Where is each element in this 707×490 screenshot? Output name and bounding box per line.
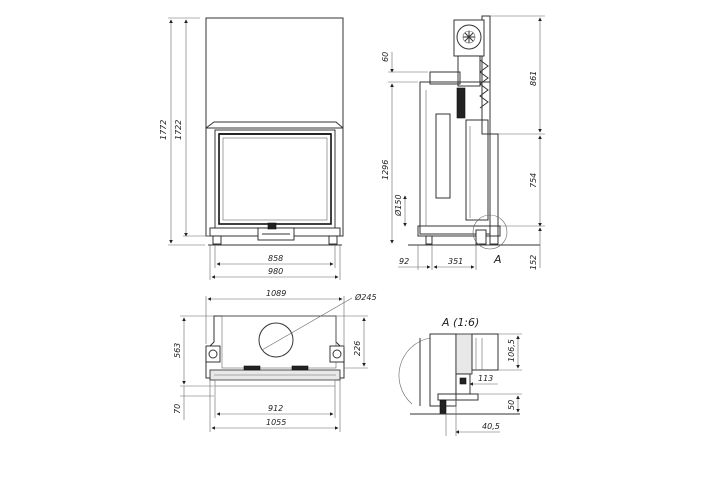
dim-label-lower-height: 754 bbox=[529, 173, 538, 188]
side-convection-zigzag bbox=[479, 59, 489, 109]
dim-label-detail-3: 50 bbox=[507, 400, 516, 410]
side-flue-pipe bbox=[457, 55, 481, 87]
detail-body bbox=[429, 333, 457, 407]
top-hinge-right bbox=[291, 365, 309, 371]
top-view: 1089 Ø245 563 226 70 912 1055 bbox=[173, 289, 377, 432]
dim-label-detail-1: 106,5 bbox=[507, 339, 516, 362]
dim-leader-245 bbox=[261, 297, 353, 351]
detail-bolt bbox=[459, 377, 467, 385]
front-door-frame bbox=[214, 129, 336, 229]
detail-title: A (1:6) bbox=[441, 316, 479, 329]
dim-label-height-outer: 1772 bbox=[159, 120, 168, 140]
front-foot-right bbox=[328, 235, 338, 245]
top-front-frame bbox=[214, 379, 336, 387]
side-foot-front bbox=[475, 229, 487, 245]
dim-label-left-offset: 92 bbox=[399, 257, 409, 266]
top-handle-right bbox=[329, 345, 345, 363]
front-foot-left bbox=[212, 235, 222, 245]
dim-label-total-height: 1296 bbox=[381, 160, 390, 180]
dim-label-depth-total: 563 bbox=[173, 343, 182, 358]
top-body-outline bbox=[205, 315, 345, 379]
side-top-block bbox=[429, 71, 461, 85]
side-foot-rear bbox=[425, 235, 433, 245]
side-baffle bbox=[456, 87, 466, 119]
front-upper-casing bbox=[205, 17, 344, 129]
front-view: 1772 1722 858 980 bbox=[159, 17, 344, 280]
side-base bbox=[417, 225, 501, 237]
dim-label-width-top: 1089 bbox=[266, 289, 286, 298]
top-handle-right-knob bbox=[332, 349, 342, 359]
top-handle-left bbox=[205, 345, 221, 363]
dim-label-bottom-height: 152 bbox=[529, 255, 538, 270]
top-flue-circle bbox=[258, 322, 294, 358]
detail-chamber bbox=[455, 333, 473, 375]
dim-label-top-offset: 60 bbox=[381, 52, 390, 62]
side-flue-fan-icon bbox=[463, 31, 475, 43]
side-main-body bbox=[419, 81, 491, 235]
side-door-section bbox=[435, 113, 451, 199]
dim-label-width-door: 858 bbox=[268, 254, 283, 263]
dim-label-flue-diameter: Ø150 bbox=[393, 194, 403, 217]
side-flue-circle bbox=[456, 24, 482, 50]
detail-base-plate bbox=[437, 393, 479, 401]
detail-view: A (1:6) 106,5 113 50 40,5 bbox=[398, 316, 522, 436]
dim-label-depth-inner: 226 bbox=[353, 341, 362, 356]
dim-label-depth: 351 bbox=[448, 257, 463, 266]
detail-foot bbox=[439, 399, 447, 415]
top-hinge-left bbox=[243, 365, 261, 371]
side-rear-panel bbox=[481, 15, 491, 135]
front-shoulder bbox=[205, 121, 344, 129]
top-inner-box bbox=[221, 315, 337, 369]
dim-label-detail-4: 40,5 bbox=[482, 422, 500, 431]
detail-cutout-arc bbox=[398, 337, 431, 405]
dim-label-door-offset: 70 bbox=[173, 404, 182, 414]
side-front-frame bbox=[489, 133, 499, 245]
detail-a-marker: A bbox=[493, 253, 502, 266]
dim-label-upper-height: 861 bbox=[529, 71, 538, 86]
front-handle bbox=[267, 222, 277, 230]
detail-a-circle bbox=[472, 214, 508, 250]
dim-label-width-total: 980 bbox=[268, 267, 283, 276]
dim-label-door-width: 912 bbox=[268, 404, 283, 413]
side-inner-chamber bbox=[465, 119, 489, 221]
front-door-glass bbox=[222, 137, 328, 221]
side-view: A 60 1296 Ø150 861 754 152 92 351 bbox=[381, 15, 545, 270]
dim-label-detail-2: 113 bbox=[478, 374, 493, 383]
dim-label-height-inner: 1722 bbox=[174, 120, 183, 140]
dim-label-width-bottom: 1055 bbox=[266, 418, 286, 427]
dim-label-flue-diameter-top: Ø245 bbox=[354, 292, 377, 302]
top-handle-left-knob bbox=[208, 349, 218, 359]
detail-front-frame bbox=[471, 333, 499, 371]
